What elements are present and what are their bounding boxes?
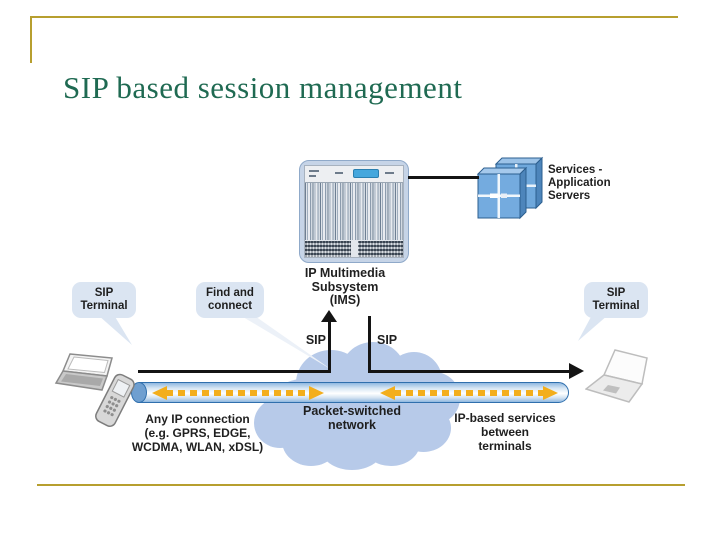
gold-top-rule [30,16,678,18]
media-flow-arrow-left [152,386,324,400]
sip-label-left: SIP [305,333,326,347]
network-label: Packet-switched network [303,404,401,432]
mobile-phone-icon [95,373,135,427]
callout-tail-find [238,314,332,370]
servers-label: Services - Application Servers [548,164,611,202]
rack-display [353,169,379,178]
callout-tail-left [98,315,132,345]
sip-signal-line-right [368,370,570,373]
laptop-icon [585,349,648,403]
gold-bottom-rule [37,484,685,486]
rack-to-servers-connector [408,176,479,179]
callout-find-and-connect: Find and connect [196,282,264,318]
sip-signal-line-down [368,316,371,373]
sip-signal-line-up [328,321,331,373]
left-caption: Any IP connection (e.g. GPRS, EDGE, WCDM… [131,412,264,454]
up-arrowhead-icon [321,310,337,322]
rack-card-slots [305,183,403,240]
page-title: SIP based session management [63,70,463,105]
callout-sip-terminal-right: SIP Terminal [584,282,648,318]
ims-label: IP Multimedia Subsystem (IMS) [304,266,386,307]
application-servers-icon [476,156,544,220]
callout-sip-terminal-left: SIP Terminal [72,282,136,318]
right-caption: IP-based services between terminals [454,411,556,453]
sip-signal-line-left [138,370,331,373]
callout-tail-right [578,315,608,341]
right-arrowhead-icon [569,363,584,379]
ims-rack-icon [299,160,409,263]
media-flow-arrow-right [380,386,558,400]
sip-label-right: SIP [377,333,398,347]
laptop-icon [54,353,113,391]
gold-left-rule [30,16,32,63]
